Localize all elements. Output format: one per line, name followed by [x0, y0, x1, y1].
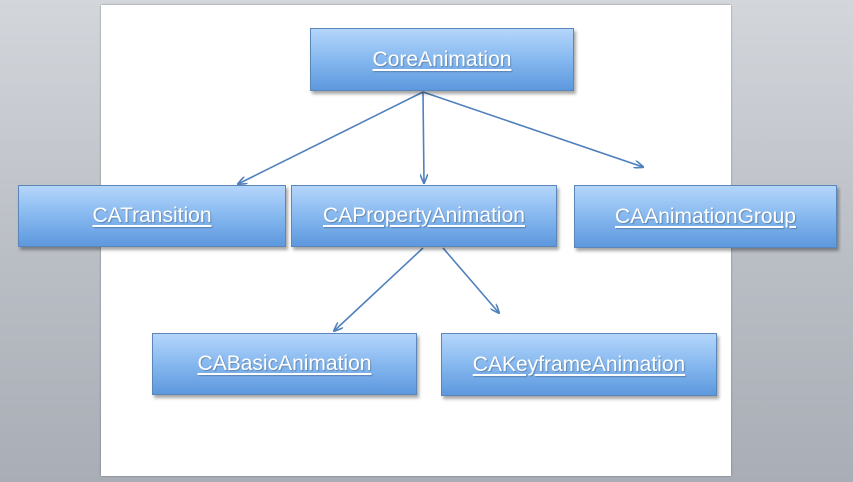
node-label: CAPropertyAnimation [323, 204, 525, 227]
node-label: CABasicAnimation [197, 352, 372, 375]
edge-property-to-basic [334, 247, 424, 331]
edge-core-to-group [422, 91, 643, 167]
node-label: CAAnimationGroup [615, 204, 796, 228]
edge-core-to-transition [238, 91, 424, 184]
node-ca-property-animation: CAPropertyAnimation [291, 185, 557, 247]
edge-property-to-keyframe [442, 247, 499, 313]
node-label: CAKeyframeAnimation [472, 352, 686, 376]
node-ca-transition: CATransition [18, 185, 286, 247]
node-ca-basic-animation: CABasicAnimation [152, 333, 417, 395]
node-ca-keyframe-animation: CAKeyframeAnimation [441, 333, 717, 396]
node-label: CATransition [92, 204, 212, 227]
node-ca-animation-group: CAAnimationGroup [574, 185, 837, 248]
edge-core-to-property [423, 91, 424, 183]
node-core-animation: CoreAnimation [310, 28, 574, 91]
node-label: CoreAnimation [372, 47, 512, 71]
